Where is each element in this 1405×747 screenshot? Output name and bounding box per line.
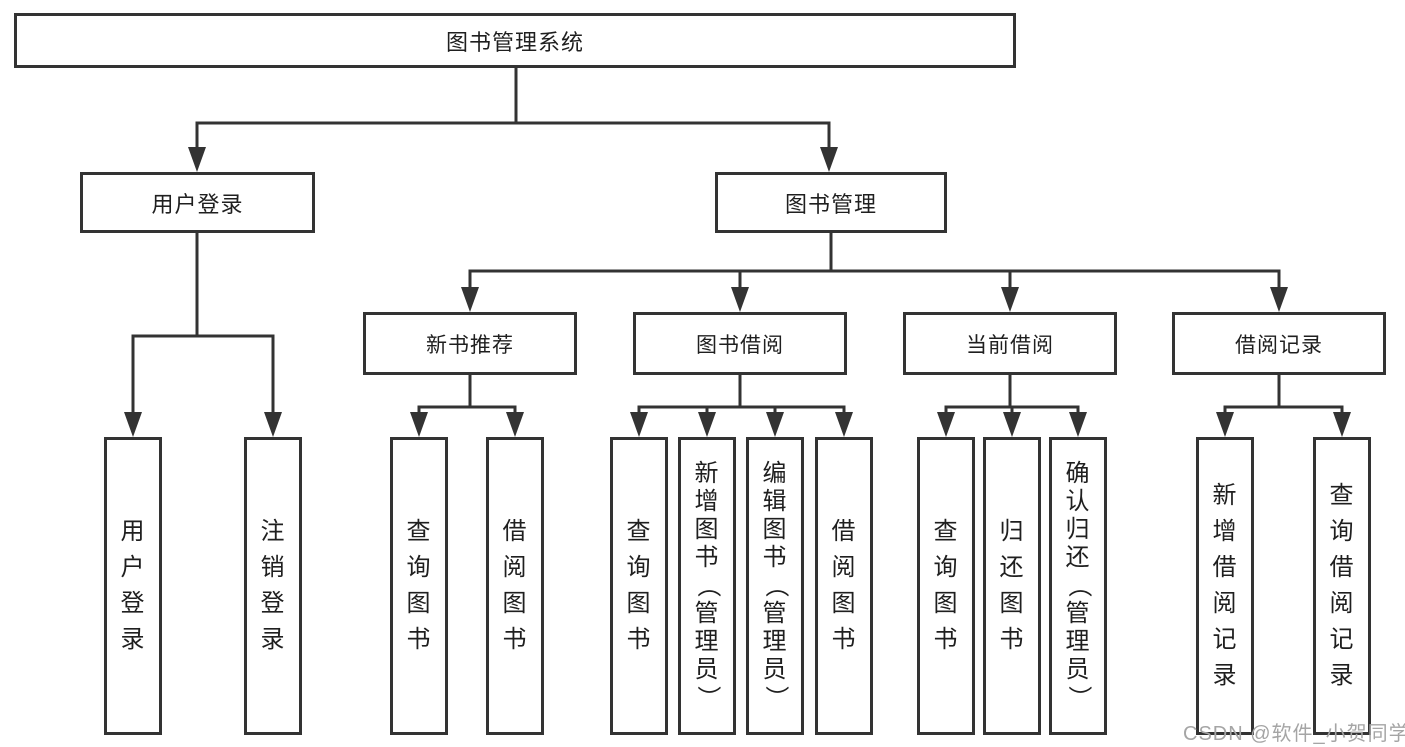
leaf-label: 查询图书 — [406, 518, 432, 653]
leaf-label: 新增图书（管理员） — [694, 460, 721, 711]
leaf-label: 归还图书 — [999, 518, 1025, 653]
leaf-label: 编辑图书（管理员） — [762, 460, 789, 711]
leaf-user-login: 用户登录 — [104, 437, 162, 735]
node-current-borrowing: 当前借阅 — [903, 312, 1117, 375]
leaf-label: 查询借阅记录 — [1329, 482, 1355, 689]
leaf-borrow-books-2: 借阅图书 — [815, 437, 873, 735]
leaf-label: 用户登录 — [120, 518, 146, 653]
node-label: 图书管理系统 — [445, 29, 584, 55]
node-borrowing-records: 借阅记录 — [1172, 312, 1386, 375]
node-library-system: 图书管理系统 — [14, 13, 1016, 68]
node-user-login-branch: 用户登录 — [80, 172, 315, 233]
leaf-confirm-return-admin: 确认归还（管理员） — [1049, 437, 1107, 735]
leaf-add-borrow-record: 新增借阅记录 — [1196, 437, 1254, 735]
leaf-label: 借阅图书 — [502, 518, 528, 653]
node-label: 用户登录 — [151, 191, 244, 217]
node-label: 图书借阅 — [696, 333, 784, 357]
node-new-book-recommendation: 新书推荐 — [363, 312, 577, 375]
csdn-watermark: CSDN @软件_小贺同学 — [1183, 723, 1405, 745]
leaf-edit-books-admin: 编辑图书（管理员） — [746, 437, 804, 735]
node-book-borrowing: 图书借阅 — [633, 312, 847, 375]
leaf-query-books-1: 查询图书 — [390, 437, 448, 735]
leaf-return-books: 归还图书 — [983, 437, 1041, 735]
node-label: 借阅记录 — [1235, 333, 1323, 357]
node-label: 新书推荐 — [426, 333, 514, 357]
node-label: 图书管理 — [784, 191, 877, 217]
leaf-label: 确认归还（管理员） — [1065, 460, 1092, 711]
leaf-query-books-3: 查询图书 — [917, 437, 975, 735]
leaf-query-borrow-record: 查询借阅记录 — [1313, 437, 1371, 735]
leaf-logout: 注销登录 — [244, 437, 302, 735]
leaf-label: 查询图书 — [626, 518, 652, 653]
leaf-add-books-admin: 新增图书（管理员） — [678, 437, 736, 735]
node-book-management: 图书管理 — [715, 172, 947, 233]
leaf-borrow-books-1: 借阅图书 — [486, 437, 544, 735]
node-label: 当前借阅 — [966, 333, 1054, 357]
leaf-label: 注销登录 — [260, 518, 286, 653]
leaf-label: 查询图书 — [933, 518, 959, 653]
leaf-query-books-2: 查询图书 — [610, 437, 668, 735]
leaf-label: 借阅图书 — [831, 518, 857, 653]
leaf-label: 新增借阅记录 — [1212, 482, 1238, 689]
